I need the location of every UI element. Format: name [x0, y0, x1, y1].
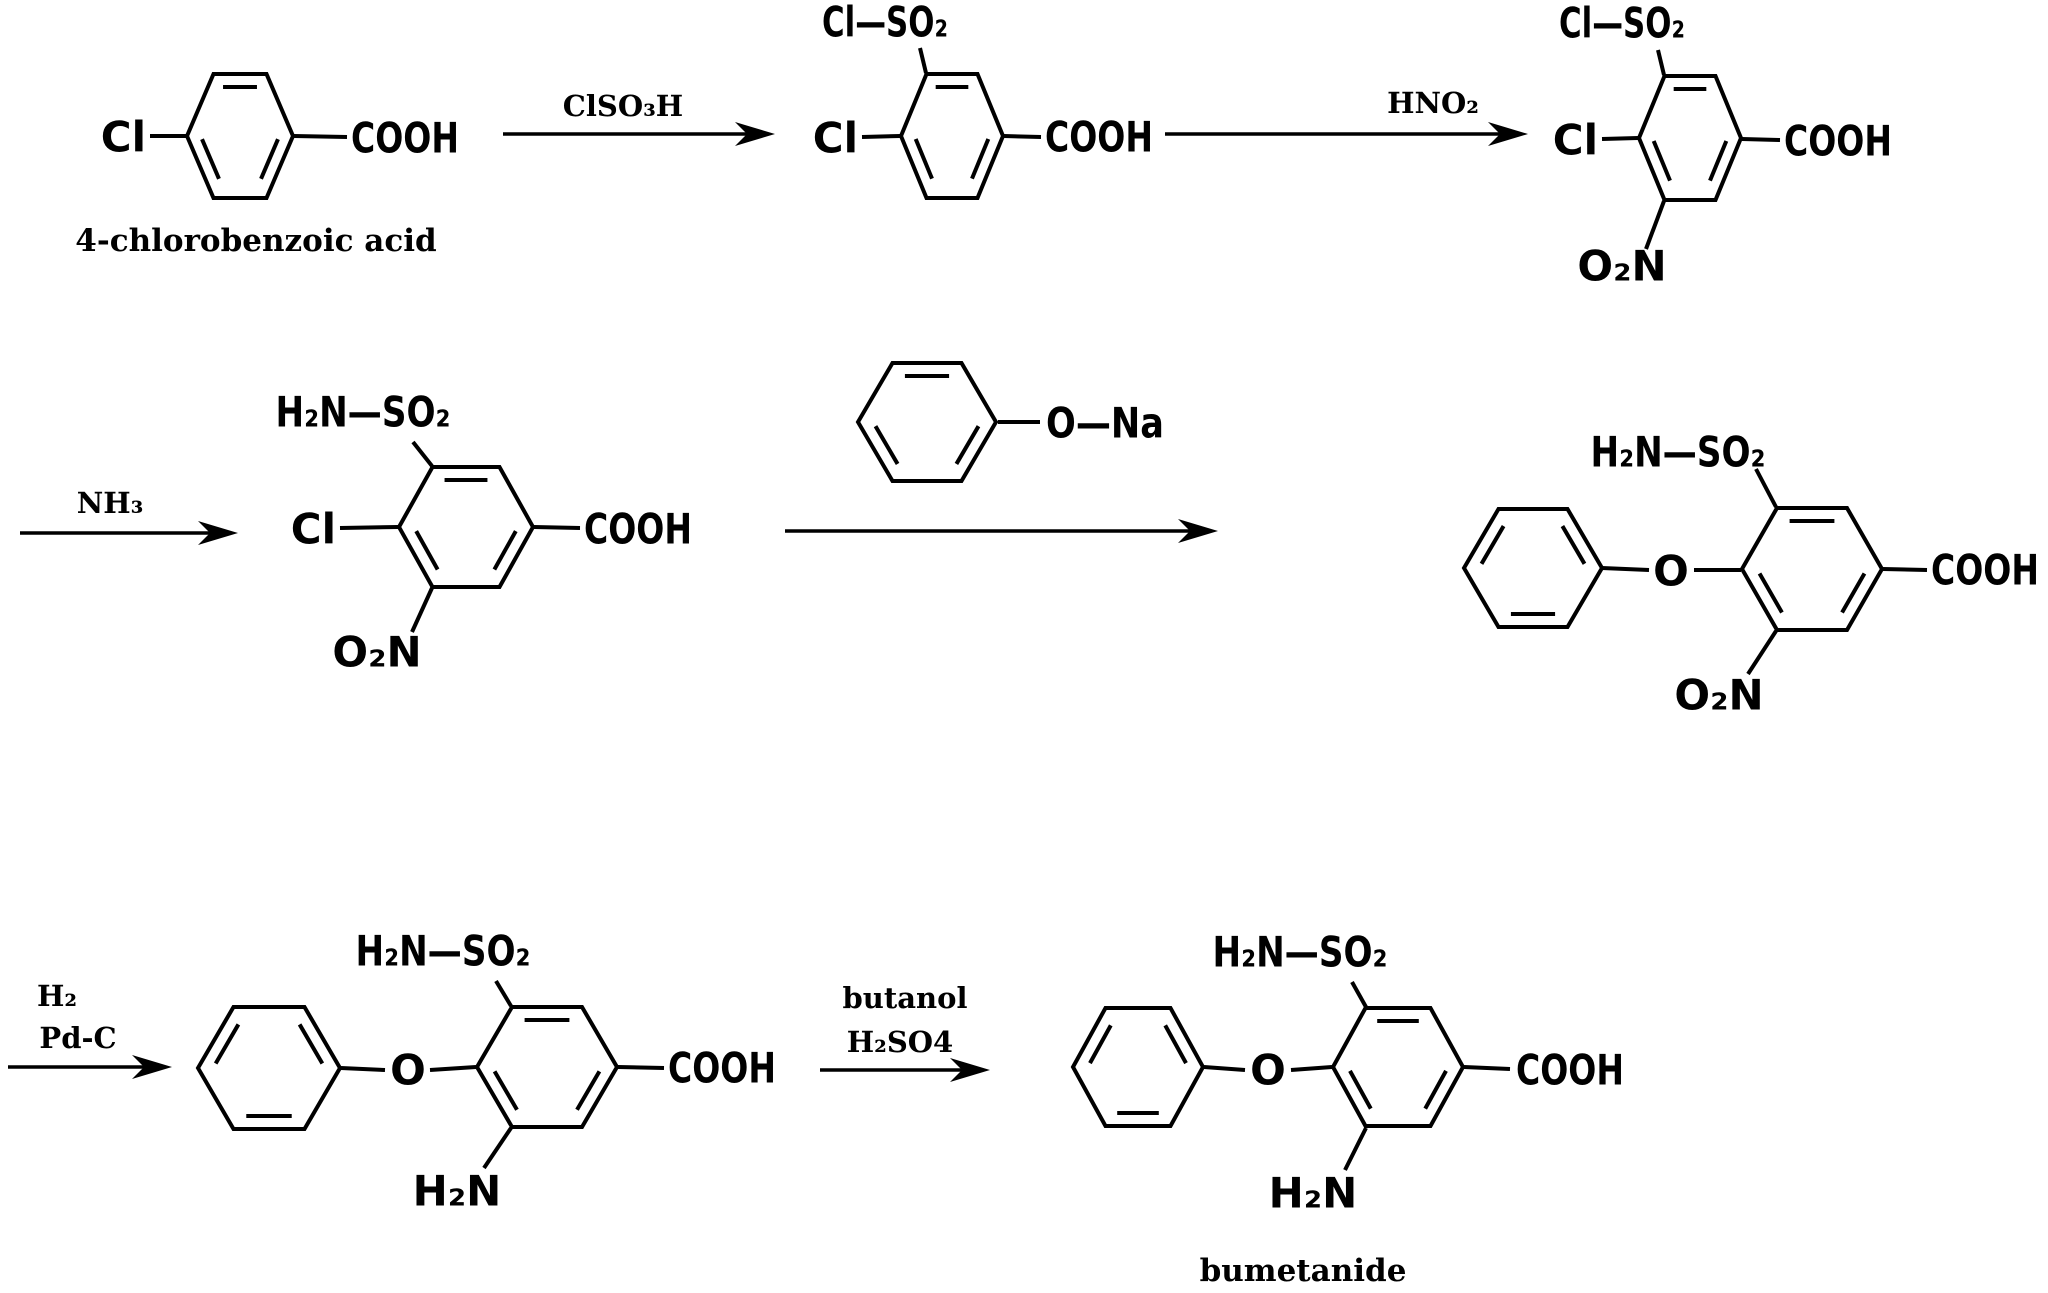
structure-phenoxy-nitro-sulfamoyl-compound: H₂N—SO₂ O COOH O₂N: [1461, 428, 2039, 720]
reaction-arrow-step4: [785, 519, 1218, 543]
structure-bumetanide: H₂N—SO₂ O COOH H₂N bumetanide: [1070, 928, 1624, 1289]
chlorine-label: Cl: [101, 113, 146, 162]
arrow: [785, 519, 1218, 543]
nitro-label: O₂N: [1577, 242, 1666, 291]
reagent-palladium-carbon: Pd-C: [39, 1021, 116, 1055]
reaction-arrow-step3: NH₃: [20, 486, 238, 545]
compound-name: 4-chlorobenzoic acid: [75, 223, 436, 259]
sulfamoyl-label: H₂N—SO₂: [1591, 428, 1766, 477]
cooh-bond: [293, 134, 348, 139]
reaction-arrow-step5: H₂ Pd-C: [8, 979, 172, 1079]
benzene-ring: [855, 361, 999, 483]
structure-sodium-phenoxide: O—Na: [855, 361, 1164, 483]
ether-oxygen-label: O: [390, 1046, 426, 1095]
structure-sulfamoyl-chloro-nitro-compound: H₂N—SO₂ Cl COOH O₂N: [276, 388, 693, 677]
arrow: [8, 1055, 172, 1079]
cooh-label: COOH: [1045, 113, 1153, 162]
cooh-label: COOH: [1784, 117, 1892, 166]
sulfonamide-bond: [1350, 981, 1368, 1008]
nitro-label: O₂N: [332, 628, 421, 677]
cooh-bond: [617, 1065, 665, 1070]
sulfamoyl-label: H₂N—SO₂: [276, 388, 451, 437]
amine-label: H₂N: [1269, 1169, 1358, 1218]
ether-ring-bond: [1290, 1065, 1333, 1072]
reagent-butanol: butanol: [843, 981, 968, 1015]
sulfonamide-bond: [494, 979, 513, 1008]
sulfonamide-bond: [411, 440, 434, 468]
sulfonyl-bond: [1656, 49, 1666, 76]
structure-4-chlorobenzoic-acid: Cl COOH 4-chlorobenzoic acid: [75, 72, 459, 259]
cl-bond: [339, 525, 399, 530]
reagent-sulfuric-acid: H₂SO4: [847, 1025, 953, 1059]
benzene-ring: [184, 72, 296, 200]
cl-bond: [1601, 136, 1639, 141]
arrow: [820, 1058, 990, 1082]
chlorine-label: Cl: [813, 114, 858, 163]
arrow: [1165, 122, 1528, 146]
amine-bond: [482, 1126, 513, 1170]
benzene-ring: [474, 1005, 620, 1129]
phenyl-ether-bond: [1601, 566, 1650, 572]
phenyl-ether-bond: [1203, 1065, 1246, 1072]
benzene-ring: [1636, 74, 1744, 202]
cl-bond: [861, 134, 901, 139]
arrow: [20, 521, 238, 545]
ether-ring-bond: [429, 1065, 477, 1072]
sodium-phenoxide-label: O—Na: [1046, 399, 1164, 448]
nitro-bond: [1746, 629, 1778, 676]
reagent-nitrous-acid: HNO₂: [1387, 86, 1479, 120]
cooh-bond: [533, 525, 581, 530]
ether-oxygen-label: O: [1250, 1046, 1286, 1095]
reagent-ammonia: NH₃: [77, 486, 144, 520]
amine-label: H₂N: [413, 1167, 502, 1216]
benzene-ring: [396, 465, 536, 589]
compound-name: bumetanide: [1200, 1253, 1407, 1289]
structure-amino-phenoxy-sulfamoyl-compound: H₂N—SO₂ O COOH H₂N: [195, 927, 776, 1216]
ether-oxygen-label: O: [1653, 547, 1689, 596]
cooh-label: COOH: [668, 1044, 776, 1093]
amine-bond: [1343, 1127, 1368, 1171]
reagent-hydrogen: H₂: [37, 979, 77, 1013]
benzene-ring: [898, 72, 1006, 200]
cooh-bond: [1741, 137, 1781, 142]
cooh-bond: [1463, 1065, 1511, 1071]
chlorine-label: Cl: [1553, 116, 1598, 165]
sulfonamide-bond: [1754, 468, 1778, 508]
cooh-label: COOH: [584, 505, 692, 554]
benzene-ring: [1330, 1006, 1466, 1128]
structure-chlorosulfonyl-chlorobenzoic-acid: Cl—SO₂ Cl COOH: [813, 0, 1153, 200]
reaction-arrow-step6: butanol H₂SO4: [820, 981, 990, 1082]
sulfamoyl-label: H₂N—SO₂: [356, 927, 531, 976]
chlorosulfonyl-label: Cl—SO₂: [1559, 0, 1685, 48]
structure-nitro-chlorosulfonyl-compound: Cl—SO₂ Cl COOH O₂N: [1553, 0, 1892, 291]
sulfamoyl-label: H₂N—SO₂: [1213, 928, 1388, 977]
chlorine-label: Cl: [291, 505, 336, 554]
reaction-arrow-step2: HNO₂: [1165, 86, 1528, 146]
reagent-chlorosulfonic-acid: ClSO₃H: [563, 89, 683, 123]
phenyl-ring: [1461, 507, 1605, 629]
cooh-label: COOH: [1516, 1046, 1624, 1095]
nitro-bond: [1644, 200, 1666, 250]
cooh-bond: [1003, 134, 1042, 139]
arrow: [503, 122, 775, 146]
nitro-bond: [410, 587, 434, 633]
nitro-label: O₂N: [1674, 671, 1763, 720]
phenyl-ring: [195, 1005, 343, 1131]
benzene-ring: [1739, 506, 1885, 632]
chlorosulfonyl-label: Cl—SO₂: [822, 0, 948, 47]
cooh-label: COOH: [351, 114, 459, 163]
cooh-bond: [1882, 567, 1928, 572]
sulfonyl-bond: [918, 47, 928, 74]
reaction-arrow-step1: ClSO₃H: [503, 89, 775, 146]
phenyl-ether-bond: [340, 1066, 386, 1072]
cooh-label: COOH: [1931, 546, 2039, 595]
phenyl-ring: [1070, 1006, 1206, 1128]
